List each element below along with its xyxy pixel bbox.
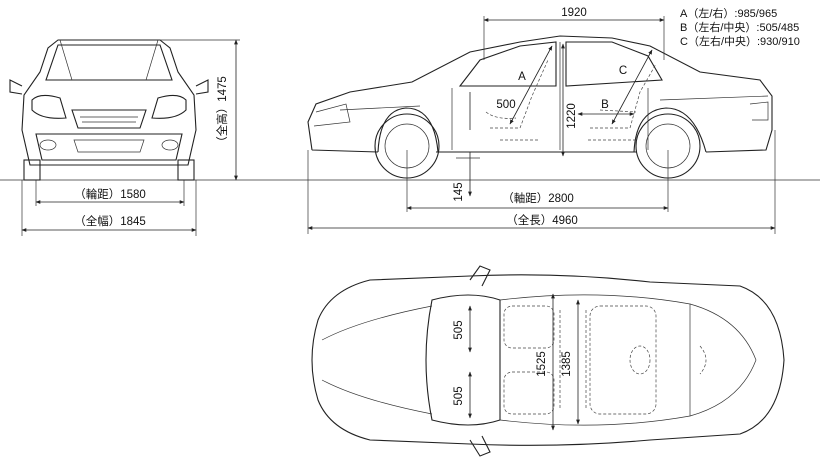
marker-b: B: [601, 99, 609, 111]
front-view: [9, 39, 209, 181]
width-label: （全幅）1845: [74, 214, 146, 228]
ground-clearance-label: 145: [453, 182, 465, 201]
marker-c: C: [619, 65, 627, 77]
marker-a: A: [518, 71, 526, 83]
legend-c: C（左右/中央）:930/910: [680, 34, 800, 48]
legend-b: B（左右/中央）:505/485: [680, 20, 799, 34]
seat-width-rear-label: 505: [453, 386, 465, 405]
legend: A（左/右）:985/965 B（左右/中央）:505/485 C（左右/中央）…: [680, 6, 800, 48]
wheelbase-label: （軸距）2800: [502, 191, 574, 205]
legend-a: A（左/右）:985/965: [680, 6, 777, 20]
top-dimensions: 505 505 1525 1385: [453, 293, 580, 431]
roof-length-label: 1920: [561, 7, 587, 19]
interior-height-label: 1220: [566, 103, 578, 129]
rear-cabin-width-label: 1385: [561, 351, 573, 377]
front-dimensions: （全高）1475 （輪距）1580 （全幅）1845: [21, 39, 240, 236]
side-dimensions: 1920 1220 500 A B C 145 （軸距）2800 （全長）496…: [307, 7, 776, 234]
front-cabin-width-label: 1525: [536, 351, 548, 377]
overall-length-label: （全長）4960: [506, 213, 578, 227]
tread-label: （輪距）1580: [74, 187, 146, 201]
top-view: [311, 265, 785, 457]
front-height-label: （全高）1475: [215, 76, 229, 148]
seat-width-front-label: 505: [453, 320, 465, 339]
side-view: [307, 35, 773, 179]
seat-length-label: 500: [496, 99, 515, 111]
